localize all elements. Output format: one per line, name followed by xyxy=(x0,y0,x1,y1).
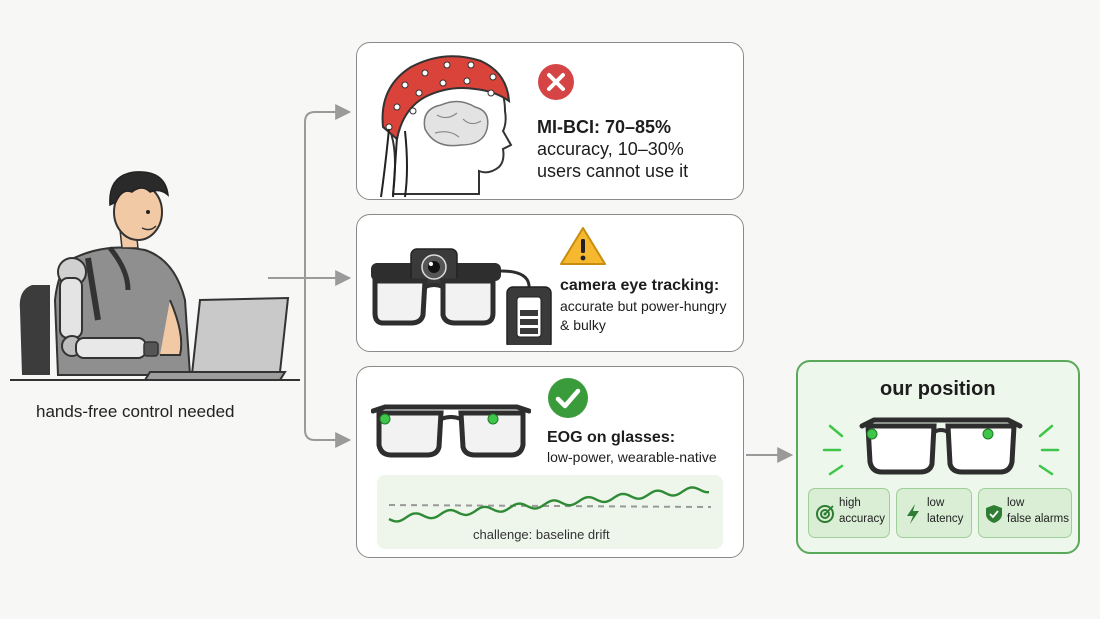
warning-triangle-icon xyxy=(560,227,606,265)
challenge-label: challenge: baseline drift xyxy=(473,527,610,542)
camera-eye-tracking-card: camera eye tracking: accurate but power-… xyxy=(356,214,744,352)
chip-1-line-2: accuracy xyxy=(839,513,886,525)
chip-1-line-1: high xyxy=(839,497,861,509)
chip-low-latency: low latency xyxy=(896,488,972,538)
drift-signal-illustration xyxy=(388,486,712,523)
position-glasses-illustration xyxy=(822,417,1060,476)
chip-low-false-alarms: low false alarms xyxy=(978,488,1072,538)
camera-line-2: accurate but power-hungry xyxy=(560,298,727,314)
target-icon xyxy=(816,505,834,523)
arrow-to-bci xyxy=(304,104,352,278)
eog-glasses-card: EOG on glasses: low-power, wearable-nati… xyxy=(356,366,744,558)
left-caption: hands-free control needed xyxy=(36,402,235,421)
chip-high-accuracy: high accuracy xyxy=(808,488,890,538)
camera-glasses-battery-illustration xyxy=(371,248,552,345)
arrow-to-eog xyxy=(304,278,352,448)
position-title: our position xyxy=(880,378,996,400)
chip-3-line-1: low xyxy=(1007,497,1025,509)
x-circle-icon xyxy=(538,64,574,100)
chip-3-line-2: false alarms xyxy=(1007,513,1069,525)
camera-line-3: & bulky xyxy=(560,317,606,333)
eog-wave xyxy=(388,486,709,523)
baseline-drift-panel: challenge: baseline drift xyxy=(377,475,723,549)
eog-line-2: low-power, wearable-native xyxy=(547,449,717,465)
mi-bci-card: MI-BCI: 70–85% accuracy, 10–30% users ca… xyxy=(356,42,744,200)
camera-heading: camera eye tracking: xyxy=(560,277,720,294)
eeg-cap-head-illustration xyxy=(380,55,513,198)
check-circle-icon xyxy=(548,378,588,418)
chip-2-line-2: latency xyxy=(927,513,964,525)
bci-line-3: users cannot use it xyxy=(537,161,689,181)
person-at-laptop-illustration xyxy=(10,171,300,381)
lightning-icon xyxy=(907,504,919,524)
bci-line-2: accuracy, 10–30% xyxy=(537,139,684,159)
bci-line-1: MI-BCI: 70–85% xyxy=(537,117,672,137)
shield-icon xyxy=(986,505,1002,523)
eog-heading: EOG on glasses: xyxy=(547,429,676,446)
chip-2-line-1: low xyxy=(927,497,945,509)
our-position-card: our position high accuracy xyxy=(796,360,1080,554)
eog-glasses-illustration xyxy=(371,404,531,458)
